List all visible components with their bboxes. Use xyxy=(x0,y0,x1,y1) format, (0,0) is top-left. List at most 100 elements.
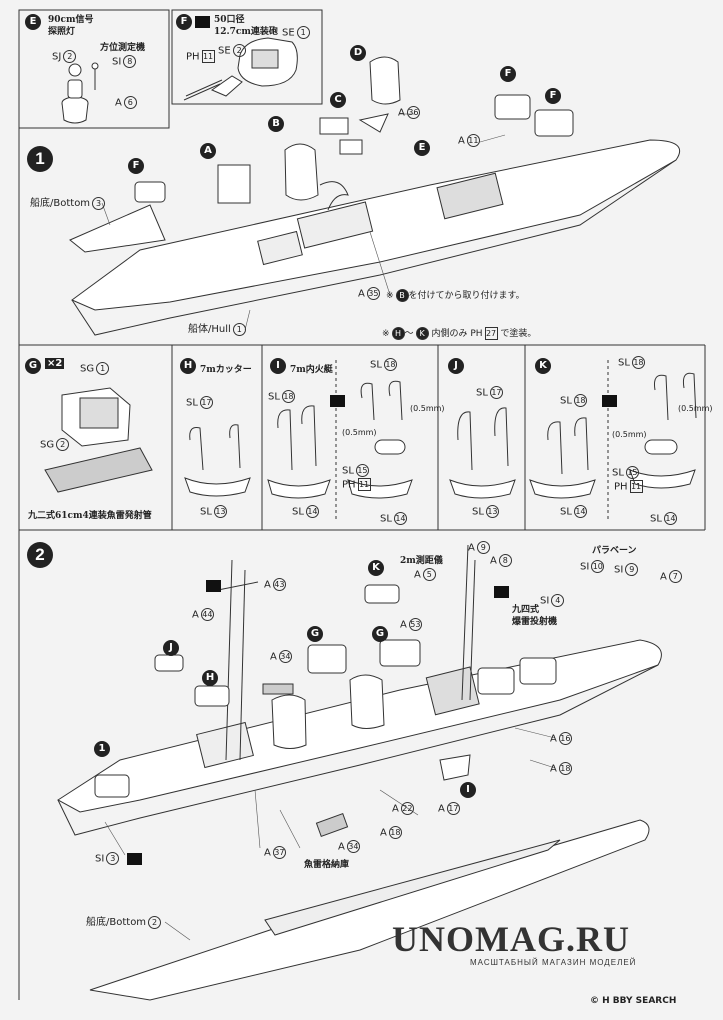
step-1-number: 1 xyxy=(27,146,53,172)
paint-hatch-icon xyxy=(195,16,210,28)
depth-charge-label-2: 爆雷投射機 xyxy=(512,617,558,627)
callout-i: I xyxy=(460,782,476,798)
callout-k: K xyxy=(368,560,384,576)
panel-e-border xyxy=(18,9,170,129)
dim-k-1: (0.5mm) xyxy=(612,430,647,439)
callout-f-1: F xyxy=(128,158,144,174)
dim-i-1: (0.5mm) xyxy=(342,428,377,437)
twin-gun-title-1: 50口径 xyxy=(214,15,245,25)
step1-hull-drawing xyxy=(69,56,681,336)
callout-h: H xyxy=(202,670,218,686)
dim-i-2: (0.5mm) xyxy=(410,404,445,413)
paint-hatch-icon-i xyxy=(330,395,345,407)
cutter-title: 7mカッター xyxy=(200,365,252,375)
torpedo-launcher-caption: 九二式61cm4連装魚雷発射管 xyxy=(28,511,152,521)
section-h-badge: H xyxy=(180,358,196,374)
callout-g-2: G xyxy=(372,626,388,642)
searchlight-drawing xyxy=(61,62,99,124)
rangefinder-label: 2m測距儀 xyxy=(400,556,443,566)
callout-step1: 1 xyxy=(94,741,110,757)
callout-e: E xyxy=(414,140,430,156)
hobby-search-logo: © H BBY SEARCH xyxy=(590,996,677,1006)
callout-f-3: F xyxy=(545,88,561,104)
callout-c: C xyxy=(330,92,346,108)
callout-d: D xyxy=(350,45,366,61)
callout-b: B xyxy=(268,116,284,132)
step2-hull-drawing xyxy=(57,544,662,1001)
callout-j: J xyxy=(163,640,179,656)
paravane-label: パラベーン xyxy=(592,546,637,556)
watermark-tagline: МАСШТАБНЫЙ МАГАЗИН МОДЕЛЕЙ xyxy=(470,958,637,967)
callout-a: A xyxy=(200,143,216,159)
callout-g-1: G xyxy=(307,626,323,642)
section-j-badge: J xyxy=(448,358,464,374)
paint-hatch-icon-mast xyxy=(206,580,221,592)
panel-f-badge: F xyxy=(176,14,192,30)
section-g-badge: G xyxy=(25,358,41,374)
quantity-x2: ×2 xyxy=(45,358,65,369)
watermark-brand: UNOMAG.RU xyxy=(392,919,630,959)
searchlight-title-1: 90cm信号 xyxy=(48,15,94,25)
panel-e-badge: E xyxy=(25,14,41,30)
paint-hatch-icon-k xyxy=(602,395,617,407)
direction-finder-label: 方位測定機 xyxy=(100,43,146,53)
dim-k-2: (0.5mm) xyxy=(678,404,713,413)
twin-gun-drawing xyxy=(183,37,298,101)
callout-f-2: F xyxy=(500,66,516,82)
paint-hatch-icon-si3 xyxy=(127,853,142,865)
torpedo-store-label: 魚雷格納庫 xyxy=(304,860,350,870)
torpedo-launcher-drawing xyxy=(44,387,153,493)
section-i-badge: I xyxy=(270,358,286,374)
motor-boat-title: 7m内火艇 xyxy=(290,365,333,375)
depth-charge-label-1: 九四式 xyxy=(512,605,540,615)
paint-hatch-icon-mast2 xyxy=(494,586,509,598)
step-2-number: 2 xyxy=(27,542,53,568)
twin-gun-title-2: 12.7cm連装砲 xyxy=(214,27,278,37)
